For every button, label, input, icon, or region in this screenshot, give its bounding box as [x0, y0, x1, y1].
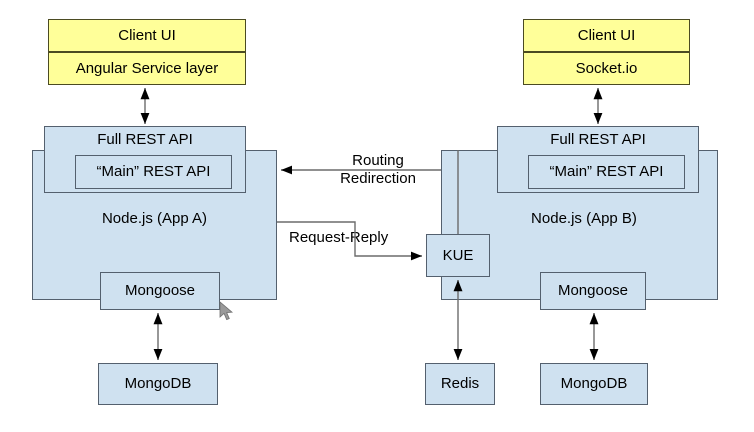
- right-socketio-label: Socket.io: [575, 59, 638, 77]
- redis-box: Redis: [425, 363, 495, 405]
- kue-label: KUE: [442, 246, 474, 264]
- left-mongoose-label: Mongoose: [124, 282, 196, 300]
- right-client-ui-box: Client UI: [523, 19, 690, 52]
- left-client-ui-box: Client UI: [48, 19, 246, 52]
- right-main-rest-api-box: “Main” REST API: [528, 155, 685, 189]
- right-mongodb-box: MongoDB: [540, 363, 648, 405]
- left-angular-service-layer-label: Angular Service layer: [75, 59, 219, 77]
- right-mongoose-box: Mongoose: [540, 272, 646, 310]
- kue-queue-box: KUE: [426, 234, 490, 277]
- arrow-request-reply: [277, 221, 422, 261]
- right-socketio-box: Socket.io: [523, 52, 690, 85]
- left-angular-service-layer-box: Angular Service layer: [48, 52, 246, 85]
- right-client-ui-label: Client UI: [577, 26, 636, 44]
- left-main-rest-api-label: “Main” REST API: [96, 163, 211, 181]
- right-mongodb-label: MongoDB: [560, 375, 628, 393]
- mouse-pointer-icon: [219, 301, 234, 321]
- right-full-rest-api-label: Full REST API: [550, 131, 646, 148]
- left-mongodb-box: MongoDB: [98, 363, 218, 405]
- left-mongodb-label: MongoDB: [124, 375, 192, 393]
- right-main-rest-api-label: “Main” REST API: [549, 163, 664, 181]
- redis-label: Redis: [440, 375, 480, 393]
- left-main-rest-api-box: “Main” REST API: [75, 155, 232, 189]
- right-mongoose-label: Mongoose: [557, 282, 629, 300]
- left-mongoose-box: Mongoose: [100, 272, 220, 310]
- left-full-rest-api-label: Full REST API: [97, 131, 193, 148]
- left-client-ui-label: Client UI: [118, 26, 176, 44]
